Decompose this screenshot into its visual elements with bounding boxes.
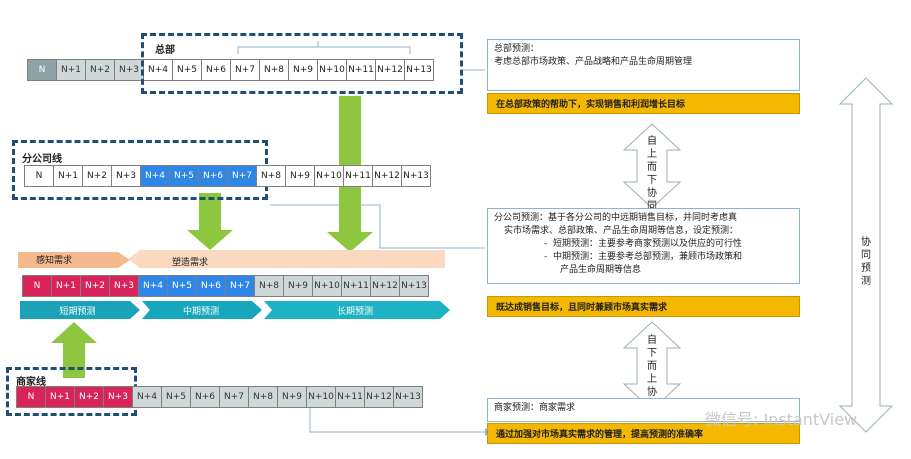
watermark: 微信号: InstantView [705,410,858,429]
combined-period-strip: N N+1 N+2 N+3 N+4 N+5 N+6 N+7 N+8 N+9 N+… [22,275,429,297]
topdown-label: 自上而下协同 [647,136,657,212]
branch-bullet-mid: - 中期预测：主要参考总部预测，兼顾市场政策和 [544,252,742,262]
hq-cell: N+3 [114,59,144,81]
dealer-goal-bar: 通过加强对市场真实需求的管理，提高预测的准确率 [487,423,800,444]
branch-cell: N+13 [401,165,431,187]
branch-bullet-short-text: 短期预测：主要参考商家预测以及供应的可行性 [552,239,742,249]
branch-bullet-short: - 短期预测：主要参考商家预测以及供应的可行性 [544,239,742,249]
branch-bullet-mid-text: 中期预测：主要参考总部预测，兼顾市场政策和 [552,252,742,262]
combined-cell: N+10 [312,275,342,297]
combined-cell: N+13 [399,275,429,297]
green-up-arrow-dealer [51,322,97,378]
hq-title: 总部 [155,45,175,56]
hq-cell: N+6 [201,59,231,81]
dealer-period-strip: N N+1 N+2 N+3 N+4 N+5 N+6 N+7 N+8 N+9 N+… [16,386,423,408]
branch-forecast-box: 分公司预测：基于各分公司的中远期销售目标，并同时考虑真 实市场需求、总部政策、产… [487,208,800,284]
hq-forecast-text: 考虑总部市场政策、产品战略和产品生命周期管理 [494,57,693,67]
branch-cell: N+3 [111,165,141,187]
phase-long-term: 长期预测 [336,306,373,317]
branch-goal-bar: 既达成销售目标，且同时兼顾市场真实需求 [487,296,800,317]
green-down-arrow-branch [187,193,233,250]
hq-forecast-box: 总部预测： 考虑总部市场政策、产品战略和产品生命周期管理 [487,39,800,91]
hq-cell: N+13 [404,59,434,81]
branch-period-strip: N N+1 N+2 N+3 N+4 N+5 N+6 N+7 N+8 N+9 N+… [24,165,431,187]
side-double-arrow [838,77,894,433]
branch-forecast-line2: 实市场需求、总部政策、产品生命周期等信息，设定预测： [504,226,739,236]
side-collab-label: 协同预测 [861,237,871,287]
branch-bullet-mid-cont: 产品生命周期等信息 [560,265,642,275]
combined-cell: N+5 [167,275,197,297]
combined-cell: N+6 [196,275,226,297]
branch-cell: N+10 [314,165,344,187]
hq-dashed-frame [141,33,463,94]
shape-demand-label: 塑造需求 [172,258,209,268]
sense-demand-arrow [18,252,130,268]
combined-cell: N [22,275,52,297]
branch-cell: N+11 [343,165,373,187]
hq-forecast-heading: 总部预测： [494,44,540,54]
dealer-forecast-box: 商家预测：商家需求 [487,398,800,422]
phase-short-term: 短期预测 [59,306,96,317]
dealer-forecast-text: 商家预测：商家需求 [494,403,576,413]
dealer-title: 商家线 [16,377,46,388]
branch-forecast-line1: 分公司预测：基于各分公司的中远期销售目标，并同时考虑真 [494,213,738,223]
sense-demand-label: 感知需求 [36,256,73,266]
hq-period-strip: N N+1 N+2 N+3 N+4 N+5 N+6 N+7 N+8 N+9 N+… [27,59,434,81]
shape-demand-arrow [128,250,445,268]
dealer-cell: N+13 [393,386,423,408]
combined-cell: N+2 [80,275,110,297]
phase-mid-term: 中期预测 [182,306,219,317]
dealer-cell: N+7 [219,386,249,408]
branch-title: 分公司线 [22,154,62,165]
hq-goal-bar: 在总部政策的帮助下，实现销售和利润增长目标 [487,93,800,114]
